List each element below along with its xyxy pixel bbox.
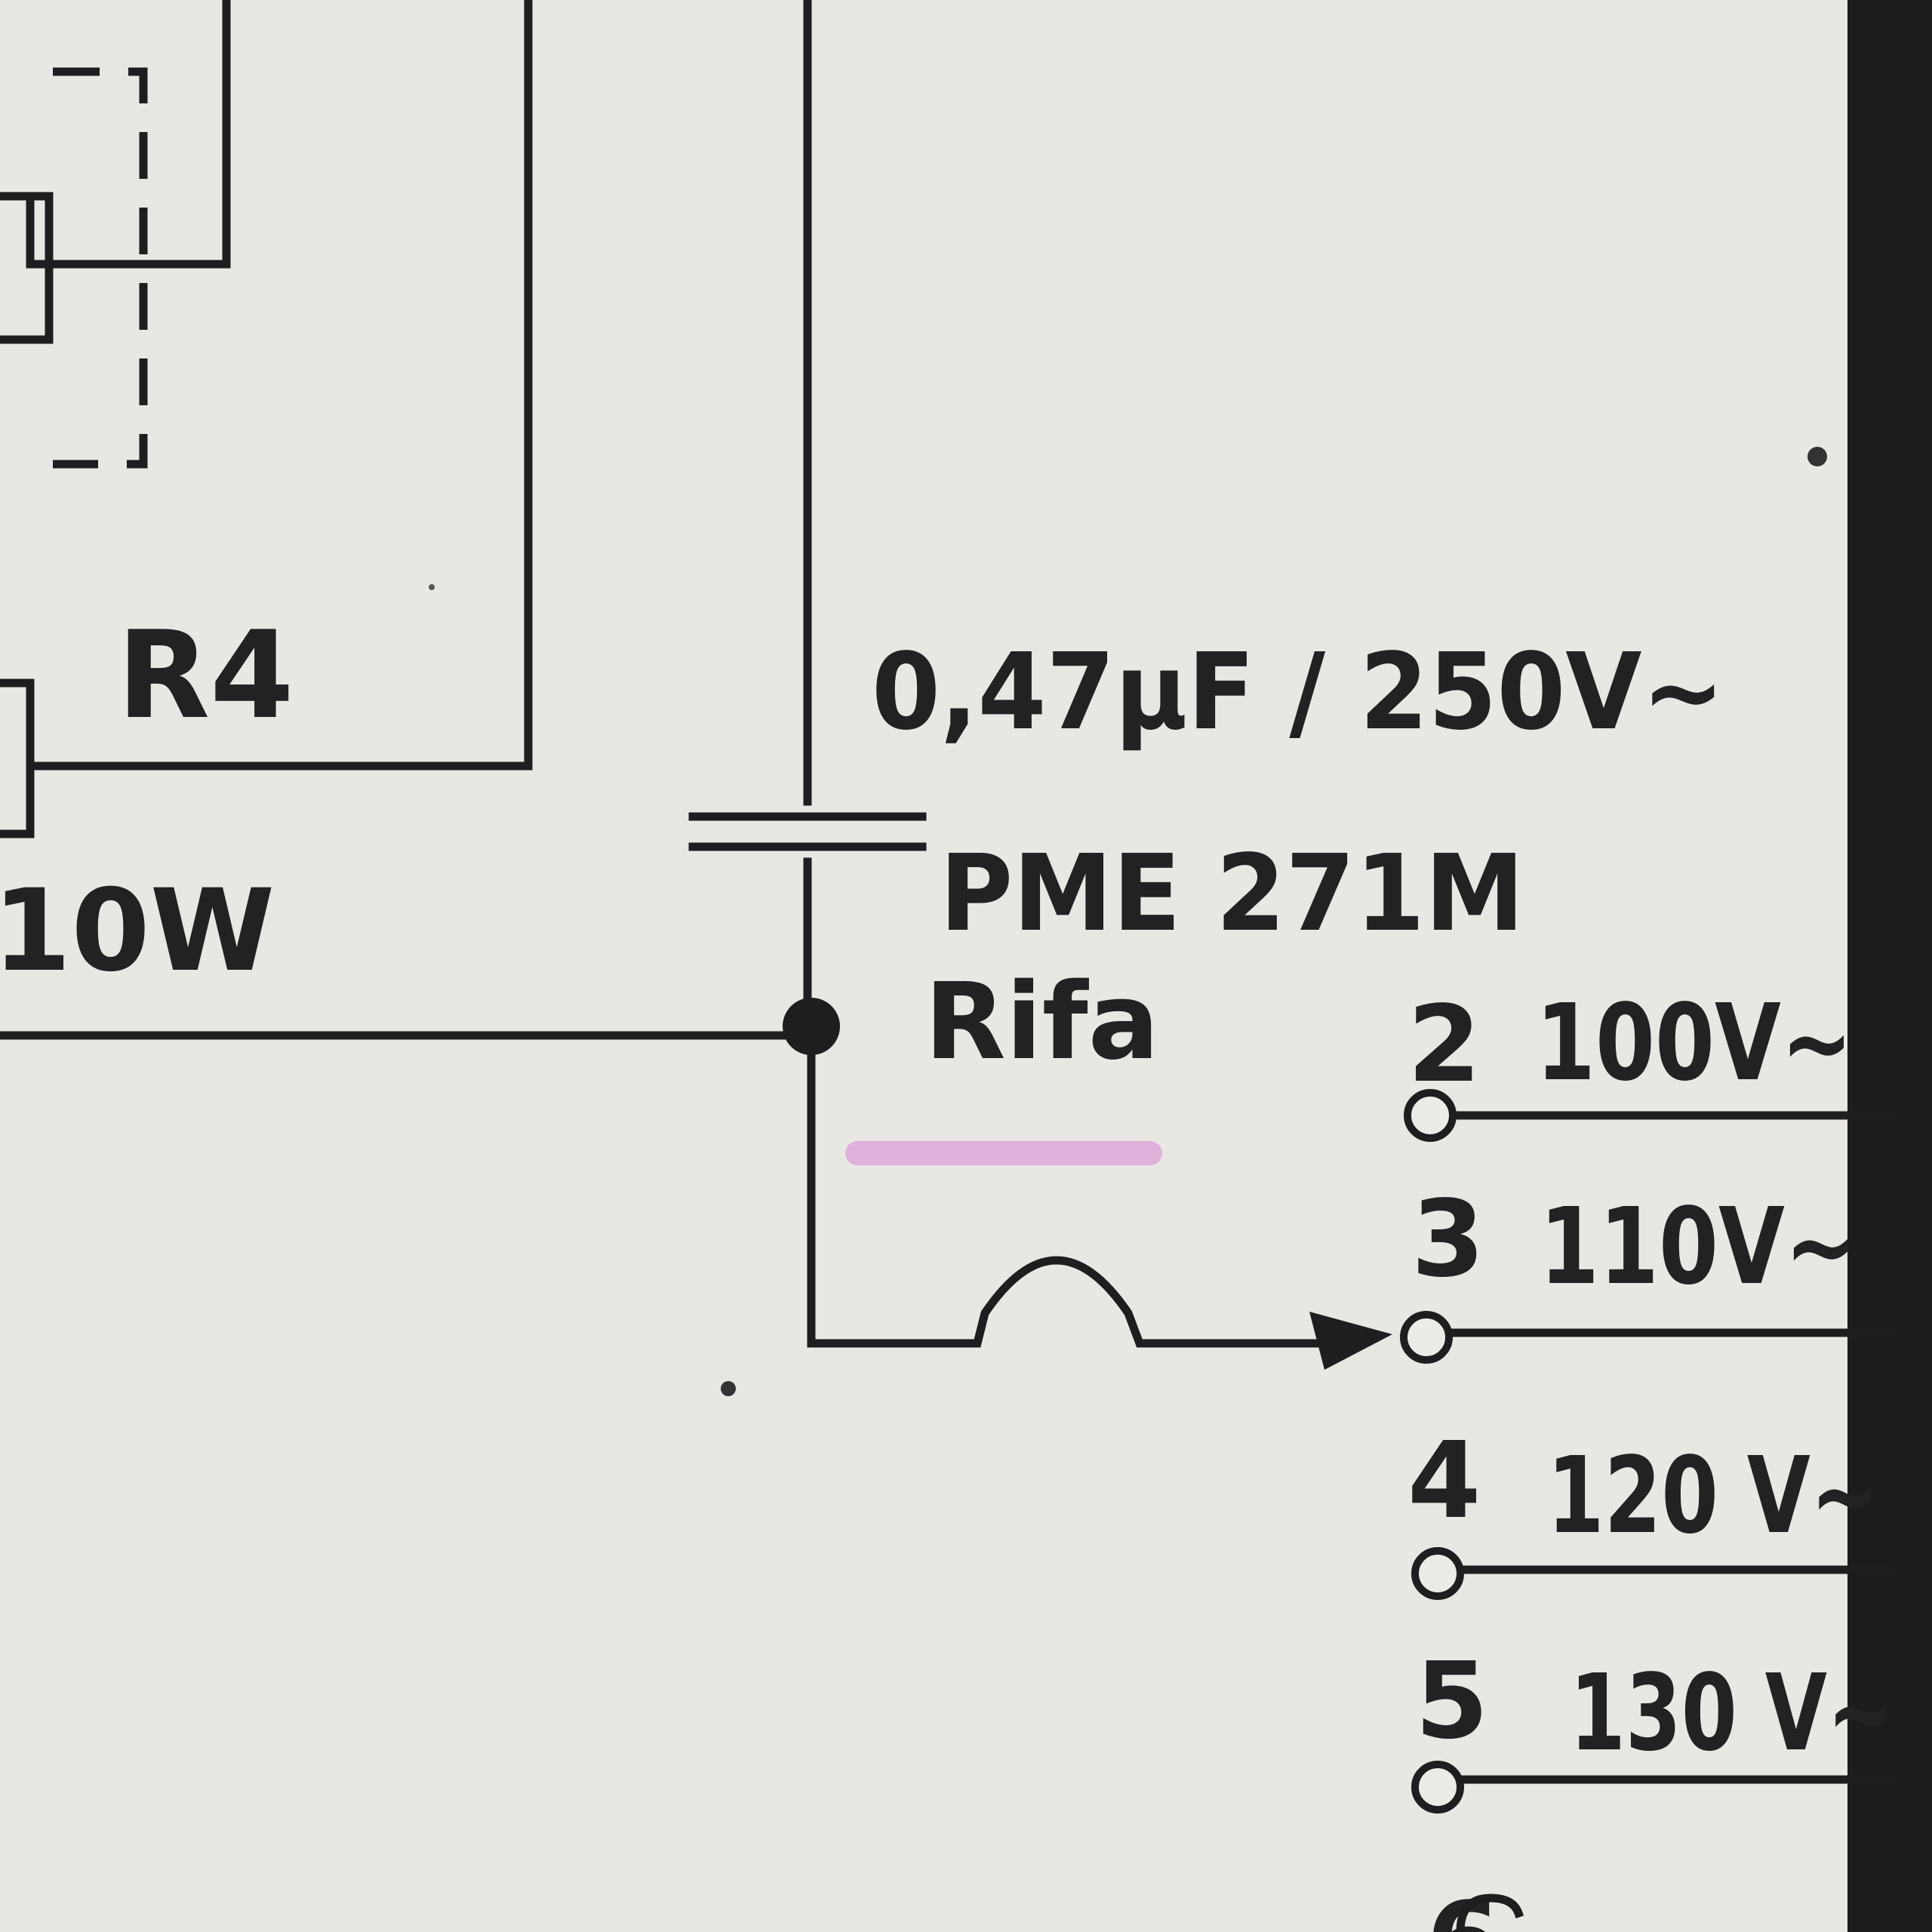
ink-speck: [429, 584, 435, 590]
capacitor-maker-label: Rifa: [924, 961, 1159, 1084]
selector-arrow: [1309, 1312, 1392, 1370]
tap-5-voltage: 130 V~: [1570, 1652, 1894, 1775]
ink-speck: [721, 1381, 736, 1396]
tap-4-voltage: 120 V~: [1547, 1435, 1879, 1558]
r4-lead-wire: [26, 0, 533, 771]
capacitor-value-label: 0,47µF / 250V~: [872, 631, 1724, 754]
tap-3-number: 3: [1411, 1178, 1484, 1301]
right-border-inner-edge: [1890, 1094, 1932, 1932]
capacitor-type-label: PME 271M: [940, 832, 1524, 955]
dashed-enclosure: [53, 67, 148, 469]
upper-left-box-outline: [26, 0, 231, 269]
tap-3-voltage: 110V~: [1540, 1186, 1857, 1309]
tap-4-terminal: [1411, 1547, 1464, 1600]
tap-4-number: 4: [1407, 1420, 1481, 1543]
tap-5-number: 5: [1415, 1640, 1488, 1763]
highlighter-mark: [845, 1141, 1162, 1165]
tap-6-number-partial: [1456, 1894, 1524, 1932]
ink-speck: [1807, 447, 1827, 466]
left-component-outline: [0, 192, 54, 344]
r4-resistor-body: [0, 678, 35, 838]
tap-2-voltage: 100V~: [1536, 982, 1853, 1105]
tap-2-terminal: [1404, 1089, 1457, 1142]
fuse-symbol: [807, 1256, 1329, 1348]
tap-3-terminal: [1400, 1311, 1453, 1364]
resistor-name-label: R4: [117, 605, 294, 746]
resistor-rating-label: 10W: [0, 866, 275, 997]
tap-5-terminal: [1411, 1761, 1464, 1814]
tap-2-number: 2: [1407, 983, 1481, 1106]
